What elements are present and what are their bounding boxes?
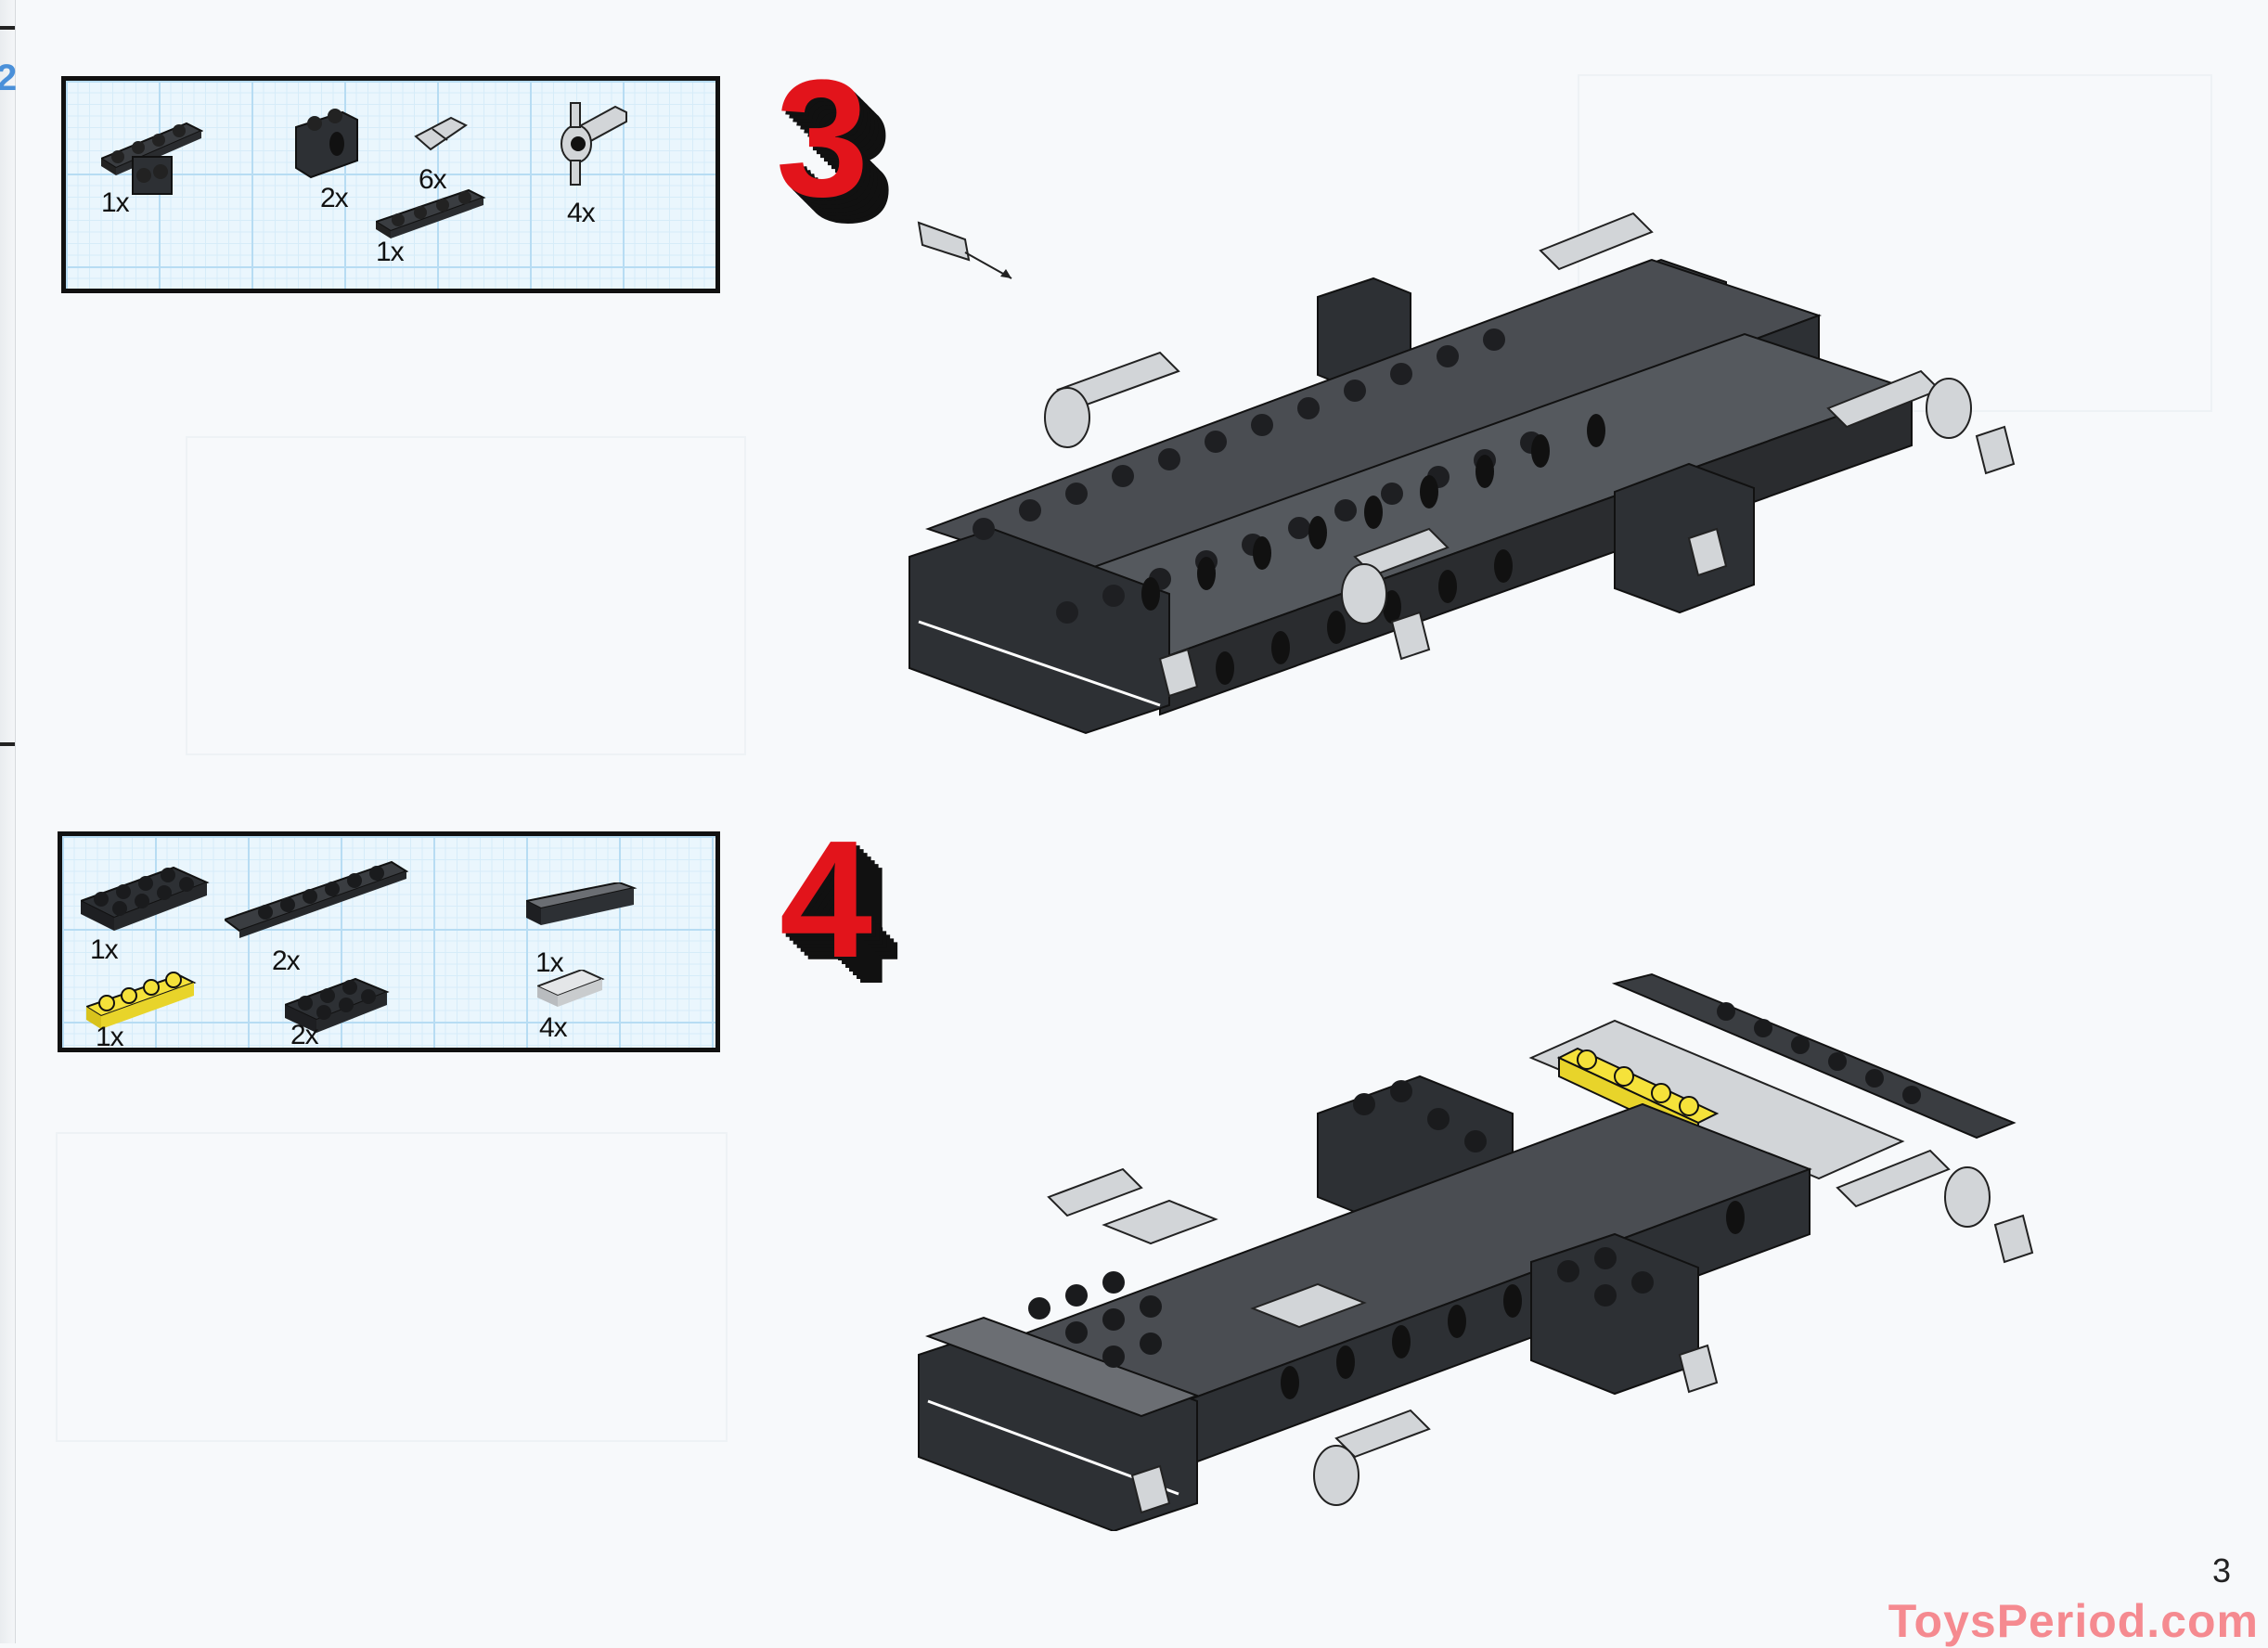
- part-quantity: 1x: [90, 934, 119, 965]
- steering-arm-icon: [561, 102, 627, 186]
- bleed-through: [56, 1132, 728, 1442]
- watermark: ToysPeriod.com: [1888, 1595, 2259, 1647]
- part-quantity: 4x: [567, 198, 596, 228]
- part-quantity: 2x: [320, 183, 349, 213]
- tile-1x2-icon: [537, 970, 605, 1007]
- plate-2x3-icon: [285, 977, 390, 1033]
- previous-page-number: 2: [0, 58, 18, 98]
- step-3-assembly-illustration: [908, 212, 2016, 735]
- tile-1x4-icon: [526, 882, 638, 925]
- plate-2x4-icon: [81, 866, 210, 931]
- step-number: 4: [780, 806, 873, 993]
- step-4-parts-box: 1x 2x 1x 1x 2x 4x: [58, 831, 720, 1052]
- step-number: 3: [776, 45, 870, 232]
- spine-mark: [0, 26, 15, 30]
- technic-plate-1x8-icon: [225, 860, 409, 938]
- step-3-parts-box: 1x 2x 6x 1x 4x: [61, 76, 720, 293]
- page-number: 3: [2211, 1551, 2231, 1590]
- part-quantity: 1x: [376, 237, 405, 267]
- part-quantity: 1x: [535, 947, 564, 978]
- technic-brick-icon: [295, 109, 358, 179]
- yellow-plate-1x4-icon: [86, 972, 197, 1029]
- bleed-through: [186, 436, 746, 755]
- part-quantity: 4x: [539, 1012, 568, 1043]
- bracket-plate-icon: [101, 122, 203, 195]
- part-quantity: 2x: [290, 1020, 319, 1050]
- spine-mark: [0, 742, 15, 746]
- axle-pin-icon: [414, 116, 468, 151]
- plate-1x4-icon: [376, 188, 486, 238]
- part-quantity: 1x: [101, 187, 130, 218]
- part-quantity: 6x: [419, 164, 447, 195]
- step-4-assembly-illustration: [918, 972, 2034, 1531]
- part-quantity: 2x: [272, 946, 301, 976]
- page-spine: [0, 0, 16, 1643]
- part-quantity: 1x: [96, 1022, 124, 1052]
